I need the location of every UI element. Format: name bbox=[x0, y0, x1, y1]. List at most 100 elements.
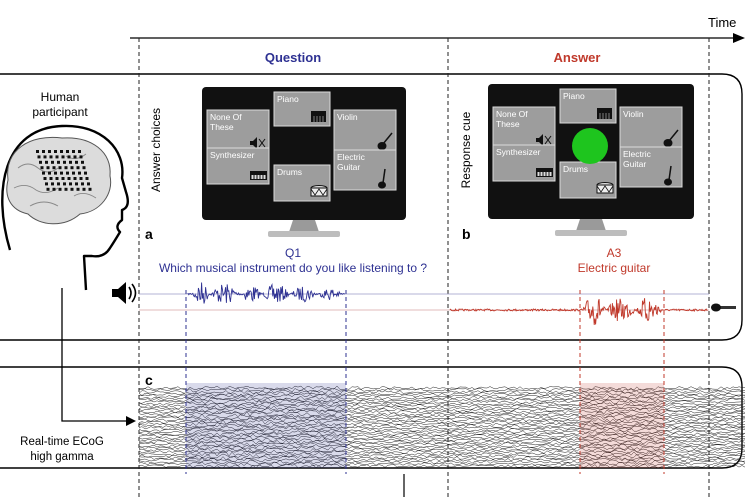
electrode-dot bbox=[42, 171, 45, 175]
electrode-dot bbox=[76, 166, 80, 170]
violin-icon bbox=[377, 132, 393, 150]
electrode-dot bbox=[39, 160, 42, 164]
electrode-dot bbox=[81, 182, 84, 186]
electrode-dot bbox=[88, 187, 92, 191]
ecog-channel-trace bbox=[139, 395, 746, 401]
monitor-b-base bbox=[555, 230, 627, 236]
drum-icon bbox=[310, 185, 328, 197]
participant-label-line1: Human bbox=[41, 90, 80, 104]
electrode-dot bbox=[79, 177, 83, 180]
speaker-mute-icon bbox=[536, 134, 552, 146]
choice-label: Synthesizer bbox=[210, 150, 255, 160]
guitar-icon bbox=[664, 165, 672, 186]
electrode-dot bbox=[58, 187, 62, 191]
speaker-icon bbox=[112, 282, 137, 304]
electrode-dot bbox=[79, 155, 83, 159]
head-silhouette bbox=[1, 124, 129, 291]
electrode-dot bbox=[72, 150, 75, 153]
answer-ecog-highlight bbox=[580, 383, 664, 468]
choice-tile: Violin bbox=[333, 109, 397, 153]
feed-arrow-line bbox=[61, 288, 128, 422]
electrode-dot bbox=[45, 182, 48, 186]
electrode-dot bbox=[64, 166, 68, 170]
electrode-dot bbox=[46, 187, 50, 191]
ecog-channel-trace bbox=[139, 437, 746, 443]
electrode-dot bbox=[63, 182, 66, 186]
panel-letter-c: c bbox=[145, 372, 153, 388]
answer-choices-label: Answer choices bbox=[149, 108, 163, 192]
electrode-dot bbox=[54, 150, 57, 153]
electrode-dot bbox=[82, 166, 86, 170]
choice-tile: Violin bbox=[619, 106, 683, 150]
electrode-dot bbox=[55, 155, 59, 159]
electrode-dot bbox=[57, 182, 60, 186]
choice-label: Violin bbox=[623, 109, 644, 119]
speech-panel-frame bbox=[0, 73, 743, 341]
electrode-dot bbox=[70, 166, 74, 170]
ecog-channel-trace bbox=[139, 419, 746, 425]
electrode-dot bbox=[67, 155, 71, 159]
ecog-panel-frame bbox=[0, 366, 743, 469]
electrode-dot bbox=[60, 171, 63, 175]
electrode-dot bbox=[63, 160, 66, 164]
ecog-channel-trace bbox=[139, 457, 746, 463]
electrode-dot bbox=[69, 160, 72, 164]
electrode-dot bbox=[51, 182, 54, 186]
choice-label-line2: Guitar bbox=[623, 159, 646, 169]
ecog-channel-trace bbox=[139, 421, 746, 427]
ecog-channel-trace bbox=[139, 429, 746, 435]
answer-phase-label: Answer bbox=[554, 50, 601, 65]
time-arrow-head bbox=[733, 33, 745, 43]
ecog-channel-trace bbox=[139, 455, 746, 461]
ecog-channel-trace bbox=[139, 447, 746, 453]
guitar-icon bbox=[378, 168, 386, 189]
ecog-channel-trace bbox=[139, 411, 746, 417]
electrode-dot bbox=[48, 171, 51, 175]
ecog-channel-trace bbox=[139, 407, 746, 413]
electrode-dot bbox=[55, 177, 59, 180]
electrode-dot bbox=[66, 150, 69, 153]
choice-label: Piano bbox=[563, 91, 585, 101]
ecog-label-line1: Real-time ECoG bbox=[20, 436, 104, 448]
ecog-traces bbox=[139, 383, 746, 468]
choice-label: Violin bbox=[337, 112, 358, 122]
electrode-dot bbox=[75, 182, 78, 186]
response-cue-dot bbox=[572, 128, 608, 164]
ecog-channel-trace bbox=[139, 451, 746, 457]
electrode-dot bbox=[73, 177, 77, 180]
electrode-dot bbox=[58, 166, 62, 170]
electrode-dot bbox=[37, 155, 41, 159]
choice-label-line2: Guitar bbox=[337, 162, 360, 172]
keyboard-icon bbox=[536, 168, 553, 177]
choice-label: Electric bbox=[337, 152, 366, 162]
choice-tile: Piano bbox=[559, 88, 617, 124]
choice-label: Drums bbox=[563, 164, 588, 174]
electrode-dot bbox=[49, 155, 53, 159]
choice-label-line2: These bbox=[496, 119, 520, 129]
electrode-dot bbox=[54, 171, 57, 175]
electrode-dot bbox=[72, 171, 75, 175]
violin-icon bbox=[663, 129, 679, 147]
piano-icon bbox=[311, 111, 326, 122]
electrode-dot bbox=[75, 160, 78, 164]
ecog-channel-trace bbox=[139, 399, 746, 405]
electrode-dot bbox=[81, 160, 84, 164]
electrode-dot bbox=[49, 177, 53, 180]
choice-label: Electric bbox=[623, 149, 652, 159]
ecog-channel-trace bbox=[139, 423, 746, 429]
panel-letter-b: b bbox=[462, 226, 471, 242]
keyboard-icon bbox=[250, 171, 267, 180]
electrode-dot bbox=[67, 177, 71, 180]
piano-icon bbox=[597, 108, 612, 119]
ecog-channel-trace bbox=[139, 463, 746, 468]
choice-label: None Of bbox=[496, 109, 528, 119]
time-label: Time bbox=[708, 15, 736, 30]
choice-label: Drums bbox=[277, 167, 302, 177]
electrode-dot bbox=[57, 160, 60, 164]
electrode-dot bbox=[43, 177, 47, 180]
